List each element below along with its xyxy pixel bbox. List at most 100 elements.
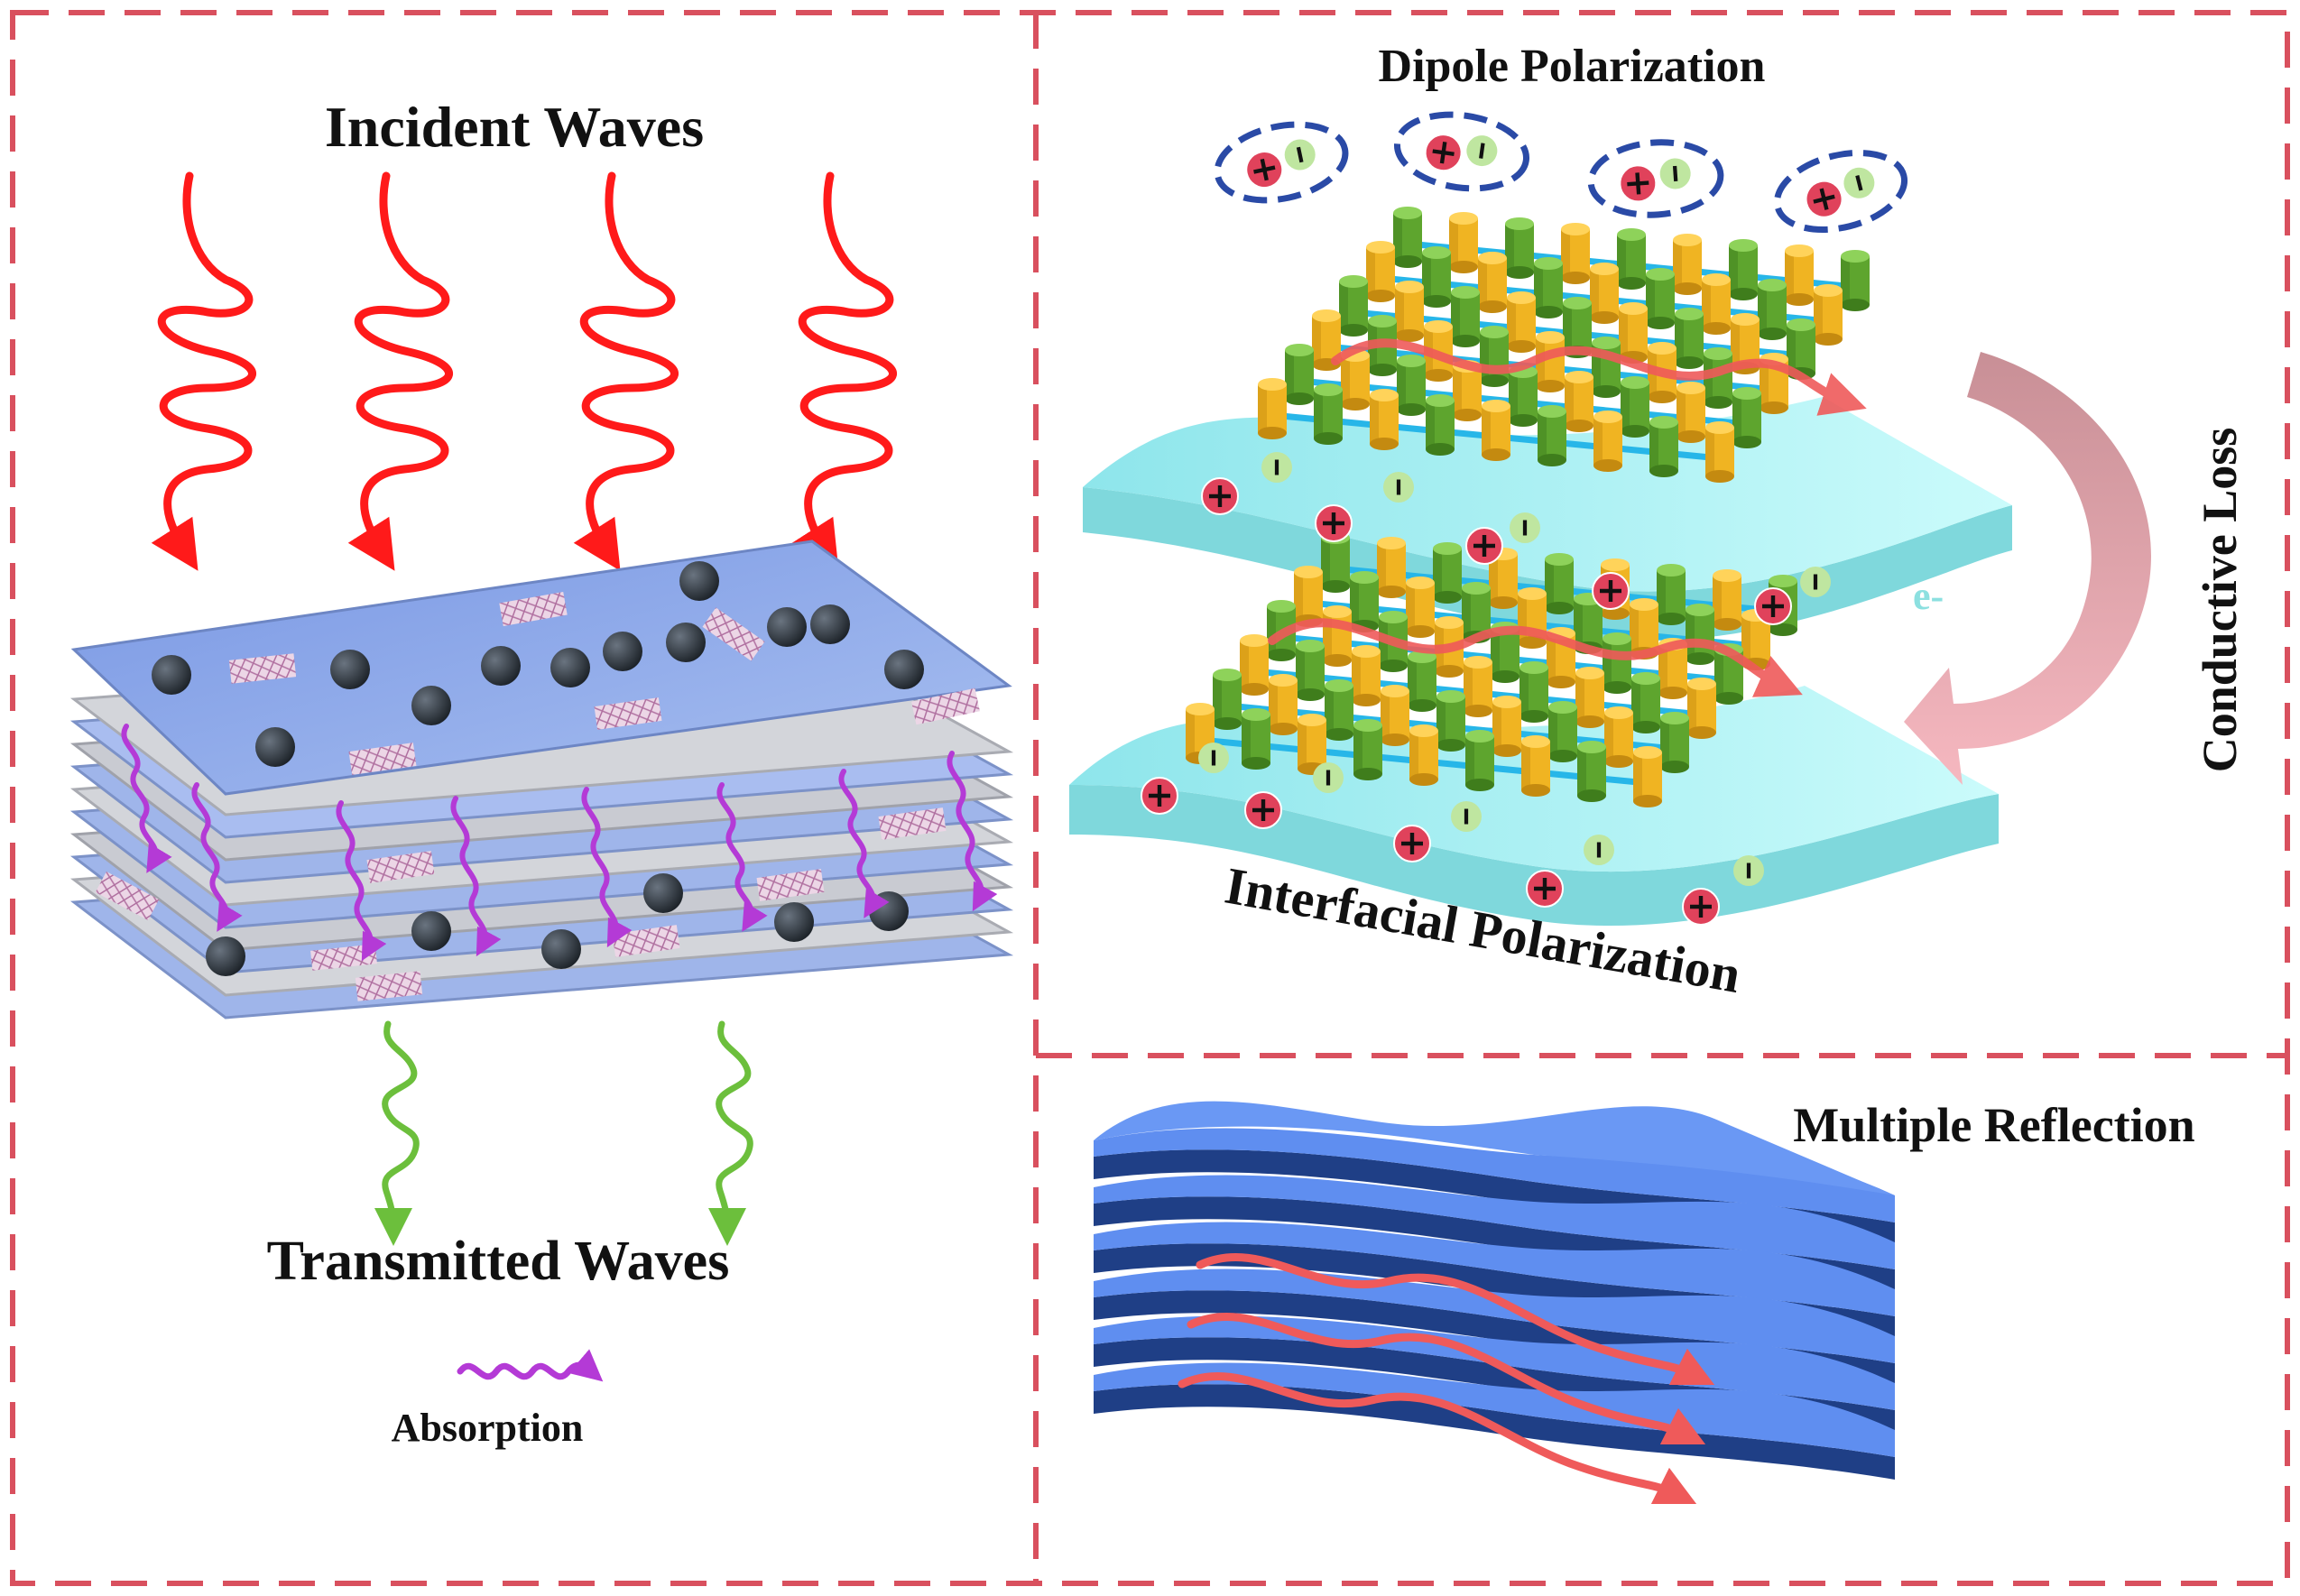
plus-charge-icon: [1619, 164, 1658, 203]
lattice-pillar: [1785, 244, 1814, 306]
lattice-pillar: [1377, 537, 1406, 598]
lattice-pillar: [1646, 268, 1675, 329]
lattice-pillar: [1341, 349, 1370, 411]
lattice-pillar: [1686, 604, 1714, 665]
reflection-sheet: [1094, 1175, 1895, 1269]
lattice-pillar: [1296, 640, 1325, 701]
absorption-wave: [947, 751, 998, 912]
lattice-pillar: [1545, 553, 1574, 614]
lattice-pillar: [1314, 383, 1343, 445]
lattice-pillar: [1677, 382, 1705, 443]
lattice-pillar: [1323, 605, 1352, 667]
lattice-pillar: [1465, 730, 1494, 791]
lattice-pillar: [1705, 421, 1734, 483]
lattice-pillar: [1240, 634, 1269, 696]
incident-wave-arrows: [151, 171, 897, 571]
lattice-pillar: [1397, 355, 1426, 416]
lattice-pillar: [1617, 228, 1646, 290]
carbon-sphere: [767, 607, 807, 647]
lattice-pillar: [1406, 577, 1435, 638]
reflection-waves: [1178, 1252, 1715, 1505]
lattice-pillar: [1422, 246, 1451, 308]
nanotube-rod: [756, 869, 825, 901]
interfacial-charges: [1141, 452, 1831, 926]
absorption-wave: [336, 800, 387, 962]
lattice-pillar: [1592, 337, 1621, 398]
carbon-sphere: [643, 873, 683, 913]
absorption-wave: [716, 782, 768, 932]
minus-charge-icon: [1284, 139, 1316, 171]
carbon-sphere: [679, 561, 719, 601]
lattice-pillar: [1426, 394, 1455, 456]
carbon-sphere: [884, 650, 924, 689]
carbon-sphere: [666, 623, 706, 662]
lattice-pillar: [1492, 696, 1521, 757]
absorption-wave: [581, 787, 633, 948]
plus-charge-icon: [1245, 151, 1284, 189]
lattice-pillar: [1478, 252, 1507, 313]
lattice-pillar: [1657, 564, 1686, 625]
lattice-pillar: [1561, 223, 1590, 284]
nanotube-rod-fillers: [95, 591, 980, 1001]
minus-charge-icon: [1383, 472, 1414, 503]
nanotube-rod: [348, 743, 417, 775]
lattice-pillar: [1480, 326, 1509, 387]
nanotube-rod: [878, 807, 947, 840]
lattice-pillar: [1534, 257, 1563, 318]
carbon-sphere: [411, 911, 451, 951]
lattice-pillar: [1593, 411, 1622, 472]
conductive-loss-arrow: [1904, 352, 2151, 785]
lattice-pillar: [1353, 719, 1382, 780]
conduction-wave: [1268, 618, 1803, 697]
lattice-pillar: [1395, 281, 1424, 342]
carbon-sphere: [603, 632, 642, 671]
reflection-sheet: [1094, 1128, 1895, 1222]
lattice-pillar: [1687, 678, 1716, 739]
left-panel: Incident Waves: [69, 95, 1014, 1450]
minus-charge-icon: [1800, 567, 1831, 597]
nanotube-rod: [95, 872, 160, 920]
polarization-panel: Dipole Polarization e- Conductive Loss I…: [1069, 41, 2247, 1004]
minus-charge-icon: [1198, 743, 1229, 773]
minus-charge-icon: [1659, 158, 1691, 189]
carbon-sphere: [774, 902, 814, 942]
lattice-pillar: [1621, 376, 1649, 438]
panel-frames: [10, 10, 2290, 1586]
lattice-pillar: [1449, 212, 1478, 273]
carbon-sphere: [810, 604, 850, 644]
conductive-loss-label: Conductive Loss: [2193, 428, 2247, 773]
minus-charge-icon: [1261, 452, 1292, 483]
lattice-pillar: [1658, 638, 1687, 699]
lattice-pillar: [1285, 344, 1314, 405]
lattice-pillar: [1433, 542, 1462, 604]
carbon-sphere: [152, 655, 191, 695]
lattice-pillar: [1713, 569, 1741, 631]
lattice-pillar: [1408, 650, 1436, 712]
conduction-wave: [1331, 338, 1867, 416]
incident-wave-arrow: [791, 171, 897, 571]
dipole-pairs: [1214, 111, 1908, 234]
lattice-pillar: [1729, 239, 1758, 300]
lattice-pillar: [1269, 674, 1298, 735]
lattice-pillar: [1841, 250, 1870, 311]
lattice-pillar: [1604, 706, 1633, 768]
reflection-sheet-top: [1094, 1101, 1895, 1195]
dipole-pair: [1773, 149, 1908, 234]
incident-wave-arrow: [151, 171, 256, 571]
lattice-pillar: [1350, 571, 1379, 632]
internal-absorption-waves: [121, 724, 998, 962]
minus-charge-icon: [1313, 762, 1344, 793]
incident-waves-label: Incident Waves: [325, 95, 704, 159]
lattice-pillar: [1294, 566, 1323, 627]
outer-frame: [10, 10, 2290, 1586]
lattice-pillar: [1702, 273, 1731, 335]
lattice-pillar: [1758, 279, 1787, 340]
lattice-pillar: [1519, 661, 1548, 723]
lattice-pillar: [1393, 207, 1422, 268]
lattice-pillar: [1258, 378, 1287, 439]
transmitted-waves-label: Transmitted Waves: [267, 1231, 730, 1292]
lattice-pillar: [1352, 645, 1381, 706]
lattice-pillar: [1370, 389, 1399, 450]
reflection-sheet: [1094, 1222, 1895, 1316]
dipole-pair: [1214, 121, 1349, 204]
